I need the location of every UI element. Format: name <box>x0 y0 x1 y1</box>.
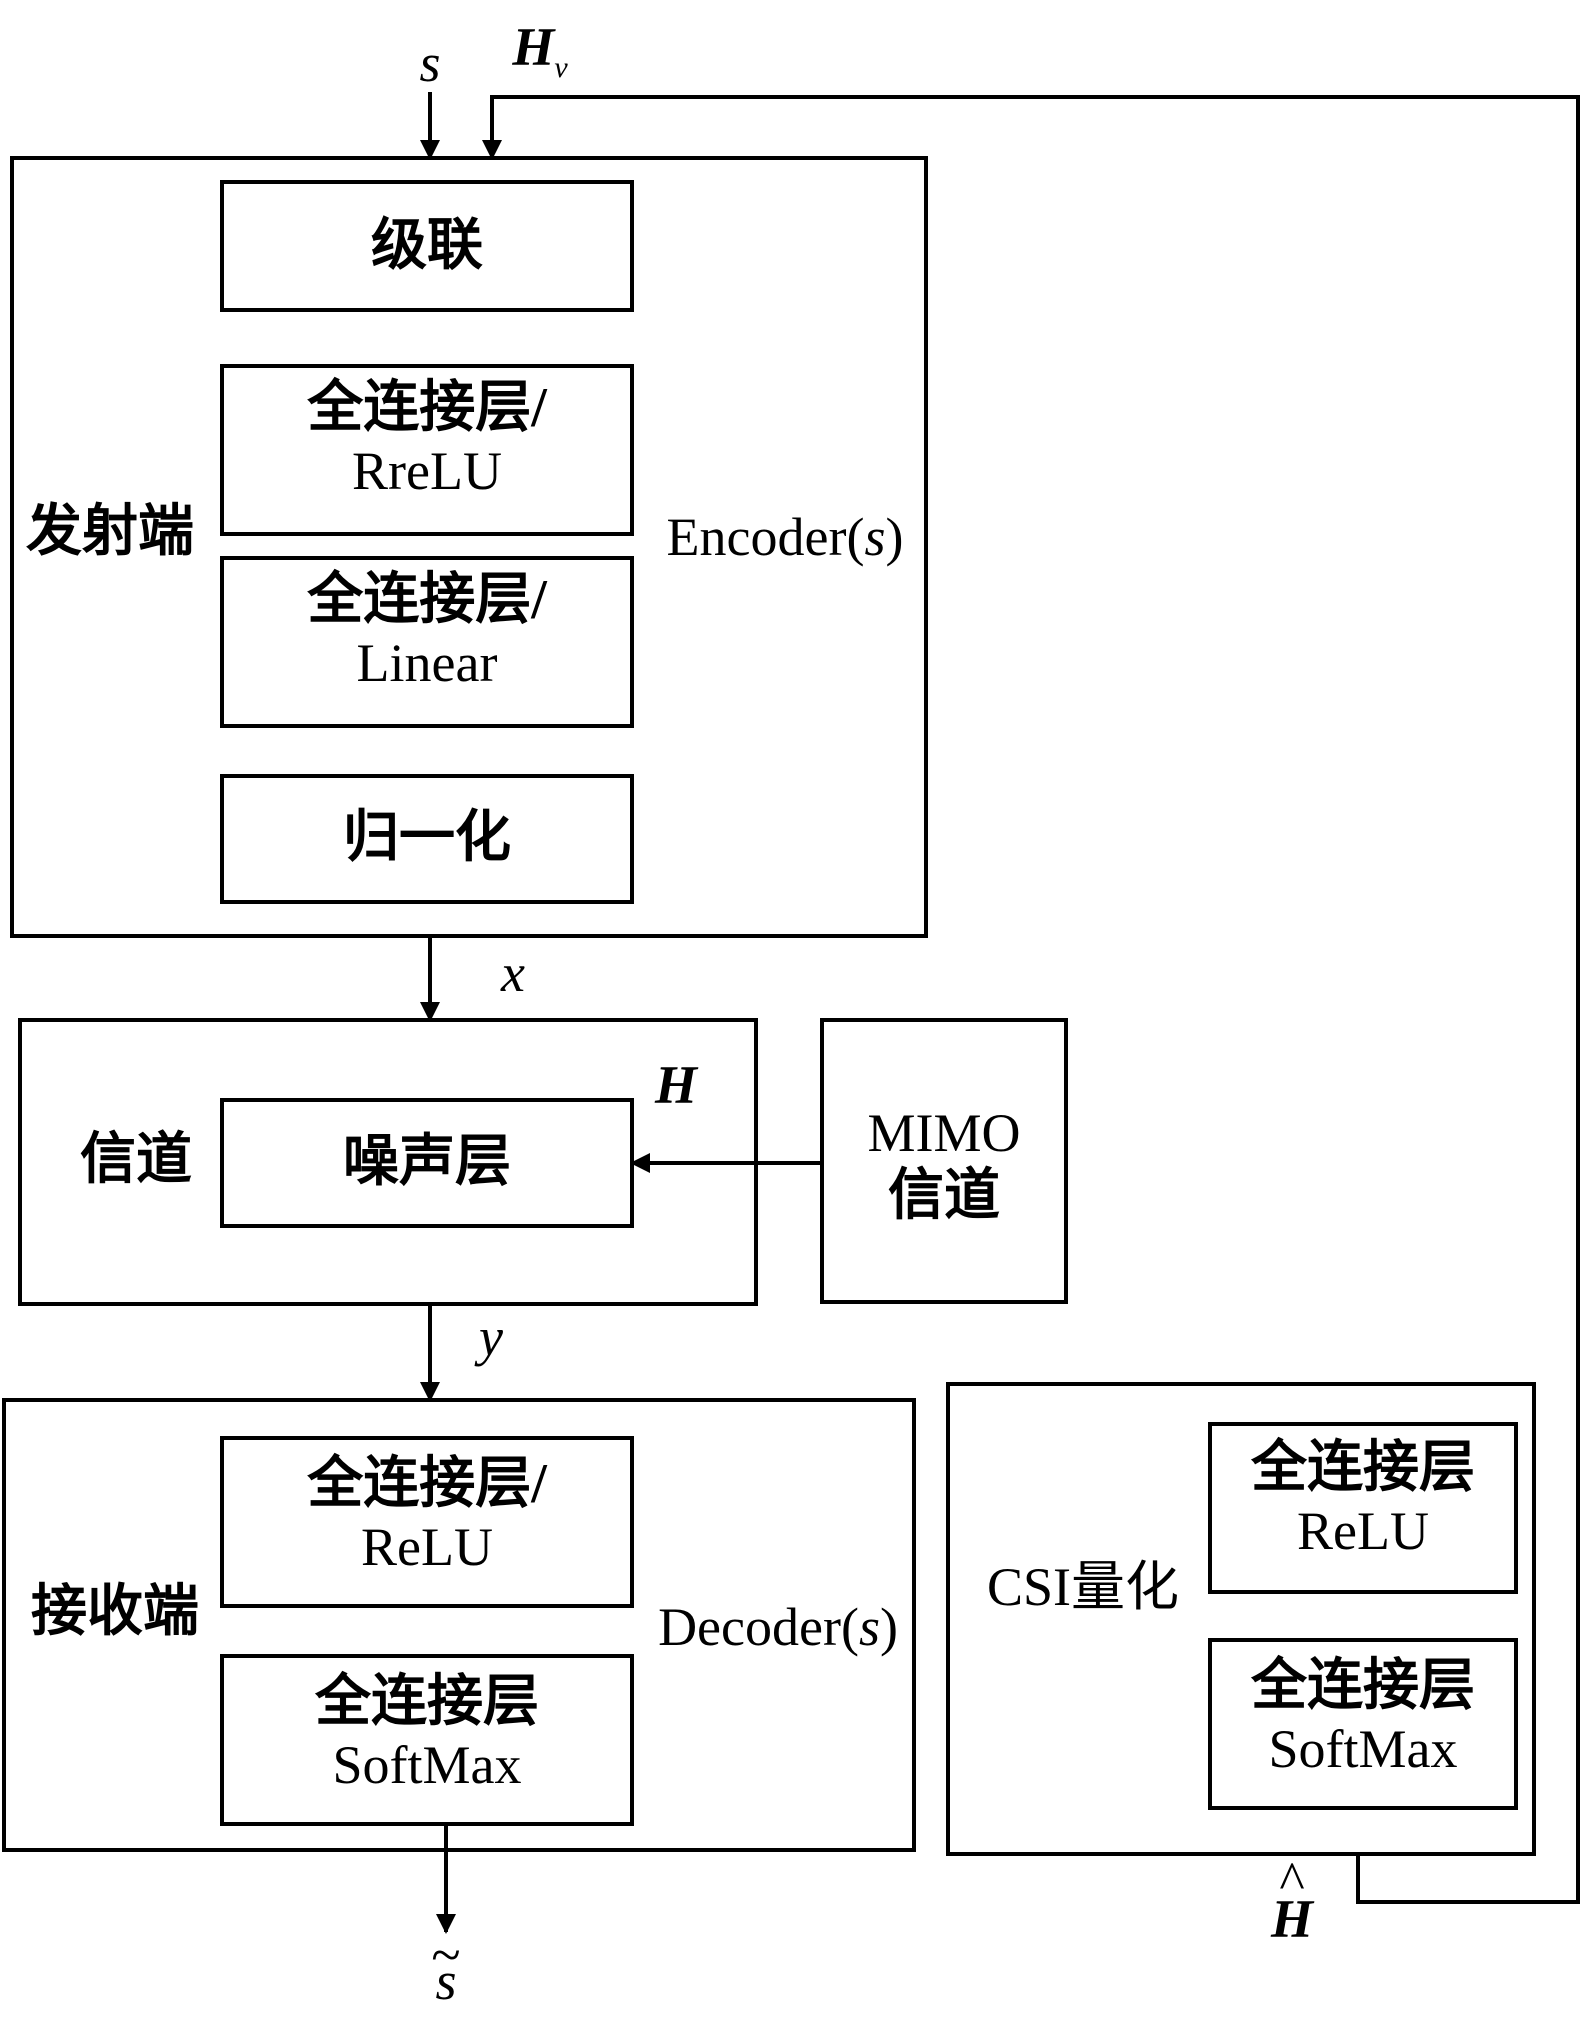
csi-fc1-block <box>1208 1422 1518 1594</box>
decoder-text: Decoder( <box>658 1597 859 1657</box>
rx-fc2-block <box>220 1654 634 1826</box>
decoder-label: Decoder(s) <box>638 1596 918 1658</box>
tilde-mark: ~ <box>431 1925 461 1985</box>
csi-fc2-block <box>1208 1638 1518 1810</box>
tx-fc2-block <box>220 556 634 728</box>
encoder-label: Encoder(s) <box>650 506 920 568</box>
rx-fc1-block <box>220 1436 634 1608</box>
rx-fc1-line1: 全连接层/ <box>307 1453 547 1515</box>
tx-fc1-line1: 全连接层/ <box>307 377 547 439</box>
h-signal-label: H <box>654 1055 697 1115</box>
csi-fc1-line2: ReLU <box>1297 1501 1429 1562</box>
tx-fc2-line1: 全连接层/ <box>307 569 547 631</box>
hat-mark: ^ <box>1279 1851 1305 1911</box>
decoder-close: ) <box>879 1597 898 1657</box>
rx-fc1-line2: ReLU <box>361 1517 493 1578</box>
tx-fc1-text: 全连接层/ RreLU <box>222 376 632 502</box>
receiver-label: 接收端 <box>31 1581 199 1643</box>
rx-fc1-text: 全连接层/ ReLU <box>222 1452 632 1578</box>
rx-fc2-line2: SoftMax <box>332 1735 522 1796</box>
mimo-line1: MIMO <box>867 1103 1021 1163</box>
tx-fc2-text: 全连接层/ Linear <box>222 568 632 694</box>
rx-fc2-line1: 全连接层 <box>315 1671 539 1733</box>
csi-fc1-line1: 全连接层 <box>1251 1437 1475 1499</box>
csi-fc1-text: 全连接层 ReLU <box>1210 1436 1516 1562</box>
transmitter-box <box>10 156 928 938</box>
csi-label: CSI量化 <box>968 1556 1198 1618</box>
tx-fc1-line2: RreLU <box>352 441 502 502</box>
feedback-line <box>482 95 1580 1904</box>
hv-input-label: Hv <box>500 16 580 85</box>
csi-label-text: CSI量化 <box>986 1557 1180 1617</box>
csi-fc2-line1: 全连接层 <box>1251 1655 1475 1717</box>
concat-block <box>220 180 634 312</box>
csi-box <box>946 1382 1536 1856</box>
csi-fc2-line2: SoftMax <box>1268 1719 1458 1780</box>
mimo-text: MIMO 信道 <box>822 1102 1066 1228</box>
y-signal-label: y <box>479 1307 503 1367</box>
mimo-line2: 信道 <box>888 1165 1000 1228</box>
concat-label: 级联 <box>371 215 483 277</box>
channel-label: 信道 <box>80 1129 192 1191</box>
tx-fc1-block <box>220 364 634 536</box>
x-signal-label: x <box>501 943 525 1003</box>
receiver-box <box>2 1398 916 1852</box>
rx-fc2-text: 全连接层 SoftMax <box>222 1670 632 1796</box>
tx-fc2-line2: Linear <box>356 633 498 694</box>
csi-fc2-text: 全连接层 SoftMax <box>1210 1654 1516 1780</box>
normalize-block <box>220 774 634 904</box>
encoder-text: Encoder( <box>666 507 865 567</box>
decoder-arg: s <box>858 1597 880 1657</box>
s-input-label: s <box>419 33 441 93</box>
normalize-label: 归一化 <box>343 807 511 869</box>
hv-main: H <box>512 17 555 77</box>
hv-sub: v <box>554 50 568 84</box>
encoder-arg: s <box>864 507 886 567</box>
encoder-close: ) <box>885 507 904 567</box>
s-tilde-label: s <box>435 1951 457 2011</box>
h-hat-label: H <box>1270 1889 1313 1949</box>
transmitter-label: 发射端 <box>26 501 194 563</box>
noise-layer-label: 噪声层 <box>343 1131 511 1193</box>
